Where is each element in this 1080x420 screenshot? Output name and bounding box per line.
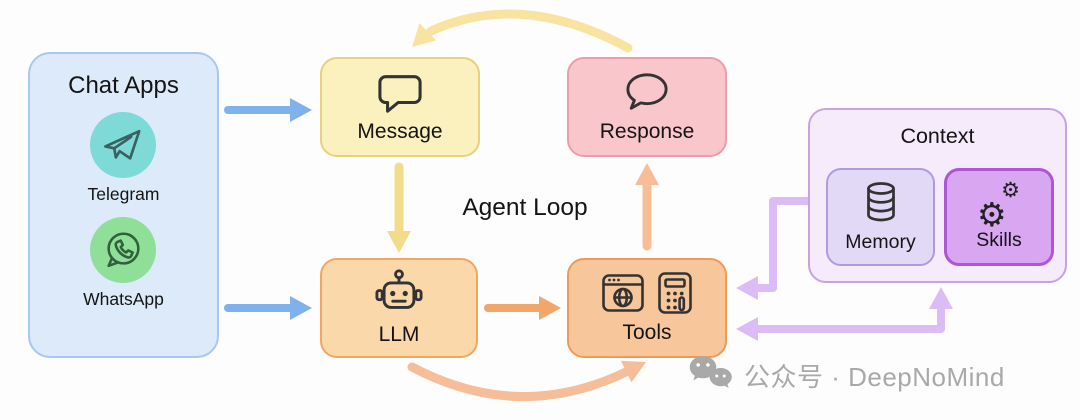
context-title: Context	[900, 124, 975, 148]
telegram-icon	[90, 112, 157, 178]
node-llm: LLM	[320, 258, 478, 358]
memory-box: Memory	[826, 168, 935, 266]
browser-globe-icon	[601, 271, 645, 320]
speech-bubble-square-icon	[375, 70, 425, 119]
response-label: Response	[599, 120, 695, 143]
tools-icons	[601, 271, 694, 320]
telegram-label: Telegram	[87, 184, 160, 204]
wechat-icon	[688, 354, 734, 397]
agent-loop-label: Agent Loop	[462, 194, 588, 221]
chat-app-whatsapp: WhatsApp	[83, 217, 164, 310]
chat-apps-panel: Chat Apps Telegram WhatsAp	[28, 52, 219, 358]
node-tools: Tools	[567, 258, 727, 358]
calculator-icon	[656, 271, 694, 320]
robot-icon	[372, 269, 426, 322]
skills-label: Skills	[976, 228, 1022, 251]
memory-label: Memory	[845, 231, 916, 253]
arrow-tools-context-bidirectional	[736, 287, 953, 341]
skills-box: ⚙ ⚙ Skills	[944, 168, 1054, 266]
arrow-response-to-message-arc	[412, 9, 633, 53]
chat-apps-title: Chat Apps	[68, 72, 179, 99]
gears-icon: ⚙ ⚙	[976, 177, 1022, 231]
arrow-chatapps-to-llm	[224, 296, 312, 320]
speech-bubble-round-icon	[622, 70, 672, 119]
context-panel: Context Memory ⚙ ⚙ Skills	[808, 108, 1067, 283]
node-response: Response	[567, 57, 727, 157]
watermark: 公众号 · DeepNoMind	[688, 354, 1005, 397]
tools-label: Tools	[622, 321, 672, 344]
llm-label: LLM	[378, 323, 420, 346]
whatsapp-icon	[90, 217, 157, 283]
message-label: Message	[357, 120, 443, 143]
whatsapp-label: WhatsApp	[83, 289, 164, 309]
arrow-message-to-llm	[387, 162, 411, 253]
arrow-llm-to-tools-arc	[407, 360, 646, 401]
gear-large-glyph: ⚙	[977, 194, 1007, 234]
watermark-text: 公众号 · DeepNoMind	[744, 362, 1005, 392]
arrow-chatapps-to-message	[224, 98, 312, 122]
arrow-tools-to-response	[635, 163, 659, 251]
arrow-llm-to-tools	[484, 296, 561, 320]
gear-small-glyph: ⚙	[1001, 177, 1020, 202]
arrow-context-to-tools	[736, 197, 812, 300]
node-message: Message	[320, 57, 480, 157]
chat-app-telegram: Telegram	[87, 112, 160, 205]
database-icon	[861, 180, 901, 229]
